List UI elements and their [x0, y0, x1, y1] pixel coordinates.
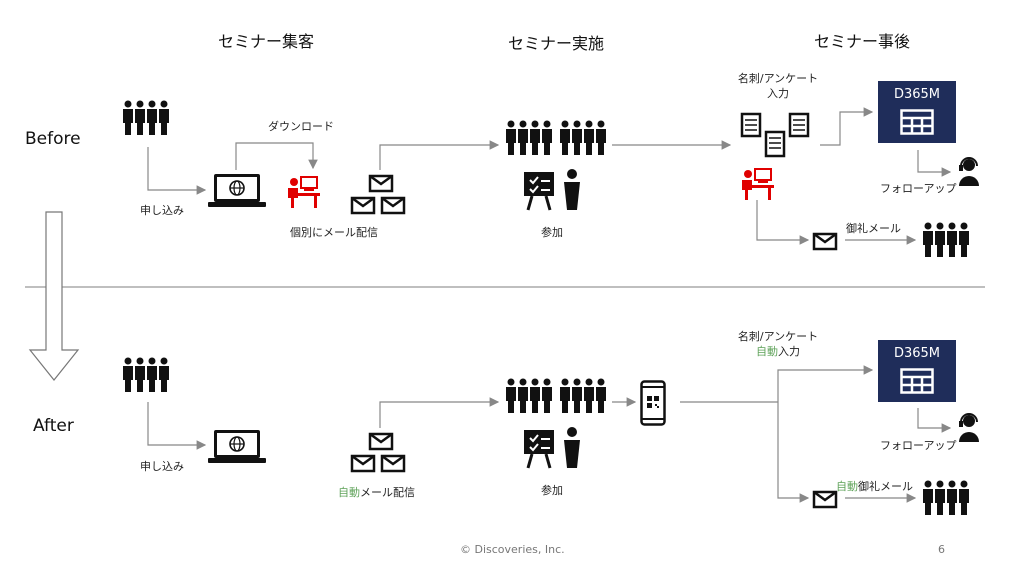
stage-after: セミナー事後	[814, 32, 911, 51]
laptop-icon	[208, 174, 266, 207]
individual-mail-label: 個別にメール配信	[290, 226, 378, 239]
attend-label: 参加	[541, 226, 563, 239]
envelopes-icon	[350, 432, 406, 473]
operator-at-desk-icon	[288, 176, 320, 208]
thanks-mail-icon	[812, 490, 838, 509]
card-survey-label-line1: 名刺/アンケート	[737, 72, 819, 85]
d365m-label: D365M	[893, 87, 941, 102]
copyright: © Discoveries, Inc.	[460, 543, 565, 556]
page-number: 6	[938, 543, 945, 556]
followup-label: フォローアップ	[880, 439, 957, 452]
people-group-icon	[123, 357, 169, 392]
thanks-mail-text: 御礼メール	[858, 480, 913, 493]
auto-thanks-mail-label: 自動御礼メール	[836, 478, 913, 494]
d365m-box: D365M	[878, 340, 956, 402]
auto-tag: 自動	[756, 345, 778, 358]
card-survey-label-line2: 自動入力	[732, 343, 824, 359]
input-text: 入力	[778, 345, 800, 358]
mail-delivery-text: メール配信	[360, 486, 415, 499]
attend-label: 参加	[541, 484, 563, 497]
row-label-after: After	[33, 416, 74, 436]
download-label: ダウンロード	[268, 120, 334, 133]
table-icon	[900, 368, 934, 394]
survey-forms-icon	[740, 112, 810, 158]
stage-execute: セミナー実施	[508, 34, 605, 53]
thanks-mail-label: 御礼メール	[846, 222, 901, 235]
audience-icon	[506, 120, 606, 155]
auto-tag: 自動	[836, 480, 858, 493]
envelopes-icon	[350, 174, 406, 215]
auto-mail-label: 自動メール配信	[338, 484, 415, 500]
attendees-group-icon	[923, 222, 969, 257]
auto-tag: 自動	[338, 486, 360, 499]
smartphone-qr-icon	[640, 380, 666, 426]
presenter-icon	[524, 427, 580, 469]
thanks-mail-icon	[812, 232, 838, 251]
attendees-group-icon	[923, 480, 969, 515]
table-icon	[900, 109, 934, 135]
stage-attract: セミナー集客	[218, 32, 315, 51]
people-group-icon	[123, 100, 169, 135]
row-label-before: Before	[25, 129, 81, 149]
presenter-icon	[524, 169, 580, 211]
laptop-icon	[208, 430, 266, 463]
card-survey-label-line2: 入力	[767, 87, 789, 100]
signup-label: 申し込み	[140, 460, 184, 473]
card-survey-label-line1: 名刺/アンケート	[737, 330, 819, 343]
audience-icon	[506, 378, 606, 413]
d365m-box: D365M	[878, 81, 956, 143]
d365m-label: D365M	[893, 346, 941, 361]
signup-label: 申し込み	[140, 204, 184, 217]
operator-input-icon	[742, 168, 774, 200]
before-to-after-arrow	[28, 211, 80, 381]
followup-label: フォローアップ	[880, 182, 957, 195]
support-agent-icon	[959, 413, 979, 442]
support-agent-icon	[959, 157, 979, 186]
